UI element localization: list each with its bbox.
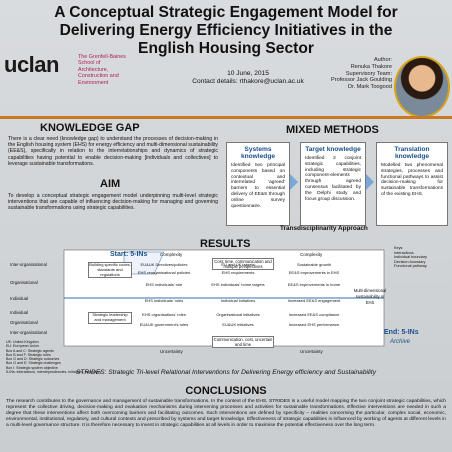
note: 5-INs: interactions, interdependencies, … [6,370,102,375]
complexity-label: Complexity [160,252,183,257]
school-line: Construction and [78,73,119,80]
row-label: Inter-organisational [10,330,47,335]
conclusions-text: The research contributes to the governan… [6,399,446,428]
row-label: Inter-organisational [10,262,47,267]
date-contact: 10 June, 2015 Contact details: rthakore@… [188,70,308,86]
author-line: Renuka Thakore [350,63,392,70]
arrow-icon [290,174,298,190]
grid-box: EE&S improvements in home [287,282,341,287]
school-line: School of [78,60,101,67]
school-line: Architecture, [78,66,109,73]
systems-knowledge-box: Systems knowledge Identified two princip… [226,142,290,226]
school-name: The Grenfell-Baines School of Architectu… [78,54,126,86]
poster-title: A Conceptual Strategic Engagement Model … [0,4,452,58]
grid-box: EHS individuals' home targets [211,282,265,287]
row-label: Organisational [10,280,38,285]
author-line: Supervisory Team: [345,70,392,77]
translation-knowledge-title: Translation knowledge [394,146,430,160]
arrow-icon [366,174,374,190]
grid-box: Individual initiatives [220,298,256,303]
grid-box: EHS individuals' roles [144,298,184,303]
systems-knowledge-title: Systems knowledge [240,146,276,160]
grid-box: EU&UK initiatives [222,322,254,327]
grid-box: EHS organisations' roles [142,312,186,317]
target-knowledge-text: Identified 2 conjoint strategic capabili… [305,156,361,202]
grid-box: Sustainable growth [296,262,332,267]
knowledge-gap-text: There is a clear need (knowledge gap) to… [8,136,218,167]
communication-box: Communication, cost, uncertain and time [212,336,274,348]
legend: Keys Interactions Individual boundary De… [394,246,448,269]
legend-item: Keys [394,246,403,250]
school-line: Environment [78,79,109,86]
author-line: Professor Jack Goulding [331,77,392,84]
grid-box: EHS reorganisational policies [137,270,191,275]
results-title: RESULTS [200,238,251,250]
legend-item: Interactions [394,250,414,255]
grid-box: EU&UK Directives/policies [140,262,188,267]
conclusions-title: CONCLUSIONS [185,385,267,397]
complexity-label: Complexity [300,252,323,257]
end-label: End: 5-INs [384,329,419,336]
header-divider [0,116,452,119]
multi-dimensional-box: Multi-dimensional sustainability in EHS [353,288,387,306]
strides-caption: STRIDES: Strategic Tri-level Relational … [75,369,377,376]
uncertainty-label: Uncertainty [160,349,183,354]
note: Box A and C: Strategic agents [6,348,54,353]
grid-box: Increased EHS performance [288,322,340,327]
legend-item: Functional pathway [394,264,427,269]
cost-box: Cost, time, communication and multiple p… [212,258,274,270]
authors: Author: Renuka Thakore Supervisory Team:… [322,57,392,91]
translation-knowledge-box: Translation knowledge Modelled two pheno… [376,142,448,226]
end-sub-label: Archive [390,339,411,345]
contact: Contact details: rthakore@uclan.ac.uk [192,78,304,85]
note: UK: United Kingdom [6,340,39,344]
translation-knowledge-text: Modelled two phenomenal strategies, proc… [381,163,443,197]
grid-box: EU&UK government's roles [139,322,189,327]
note: Box G and D: Strategic outcomes [6,357,60,362]
grid-box: EU and UK targets [221,262,255,267]
grid-box: Increased EE&S engagement [287,298,341,303]
note: Box I: Strategic system objective [6,365,58,370]
knowledge-gap-title: KNOWLEDGE GAP [40,122,140,134]
note: EU: European Union [6,344,39,349]
logo-text: uclan [4,52,59,77]
grid-box: Organisational initiatives [216,312,260,317]
aim-text: To develop a conceptual strategic engage… [8,193,218,212]
uncertainty-label: Uncertainty [300,349,323,354]
grid-box: Increased EE&S compliance [288,312,340,317]
notes: UK: United Kingdom EU: European Union Bo… [6,340,126,374]
row-label: Individual [10,296,29,301]
school-line: The Grenfell-Baines [78,54,126,60]
transdisciplinarity-label: Transdisciplinarity Approach [280,225,368,232]
mixed-methods-title: MIXED METHODS [286,124,379,136]
row-label: Individual [10,310,29,315]
aim-title: AIM [100,178,121,190]
note: Box B and F: Strategic rules [6,352,51,357]
date: 10 June, 2015 [227,70,269,77]
title-line-2: Delivering Energy Efficiency Initiatives… [59,22,393,39]
grid-box: EHS individuals' role [145,282,183,287]
title-line-3: English Housing Sector [138,40,314,57]
title-line-1: A Conceptual Strategic Engagement Model … [54,4,398,21]
target-knowledge-title: Target knowledge [305,146,361,153]
author-line: Author: [373,57,392,63]
author-line: Dr. Mark Toogood [347,84,392,91]
note: Box G and E: Strategic challenges [6,361,61,366]
building-codes-box: Building specific codes, standards and r… [88,262,132,279]
legend-item: Individual boundary [394,255,427,260]
grid-box: EE&S improvements in EHS [288,270,340,275]
strategic-leadership-box: Strategic leadership and management [88,312,132,324]
author-photo [394,56,450,118]
systems-knowledge-text: Identified two principal components base… [231,163,285,209]
uclan-logo: uclan [4,52,59,78]
grid-box: EHS requirements [221,270,255,275]
start-label: Start: 5-INs [110,251,148,258]
target-knowledge-box: Target knowledge Identified 2 conjoint s… [300,142,366,226]
row-label: Organisational [10,320,38,325]
legend-item: Decision boundary [394,259,426,264]
